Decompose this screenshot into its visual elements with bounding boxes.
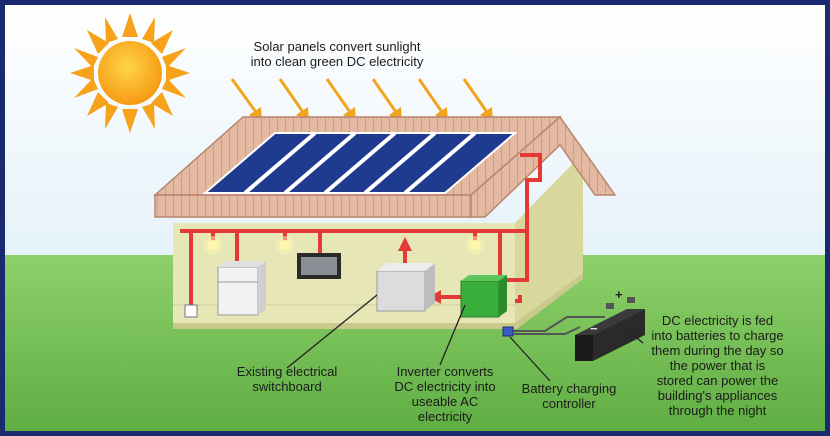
fridge-icon [217,261,266,316]
battery-plus-symbol: + [615,287,623,302]
sun-icon [70,13,190,133]
battery-cable [513,316,605,335]
switchboard-box [376,263,435,312]
inverter-leader-line [439,304,466,366]
solar-house-diagram: + − [5,5,825,431]
light-bulb-icon [466,236,484,254]
switchboard-caption: Existing electrical switchboard [236,364,338,394]
inverter-box [460,275,507,318]
house-side-wall [515,153,583,325]
inverter-caption: Inverter converts DC electricity into us… [394,364,496,424]
solar-panel-array [202,131,518,195]
diagram-canvas: + − Solar panels convert sunlight into c… [5,5,825,431]
up-arrow-icon [398,237,412,251]
light-bulb-icon [204,236,222,254]
ceiling-lights [204,236,484,254]
leader-lines [286,294,644,382]
roof-eave [154,194,472,218]
roof-gable [470,115,617,218]
charging-controller-caption: Battery charging controller [521,381,617,411]
battery-icon [575,297,645,361]
battery-leader-line [626,329,644,344]
switchboard-leader-line [286,294,378,369]
controller-leader-line [509,336,551,382]
power-outlet-icon [184,304,198,318]
light-bulb-icon [276,236,294,254]
battery-caption: DC electricity is fed into batteries to … [651,313,784,418]
solar-panels-caption: Solar panels convert sunlight into clean… [250,39,424,69]
battery-minus-symbol: − [590,321,598,336]
television-icon [297,253,341,279]
charging-controller-icon [502,326,514,337]
